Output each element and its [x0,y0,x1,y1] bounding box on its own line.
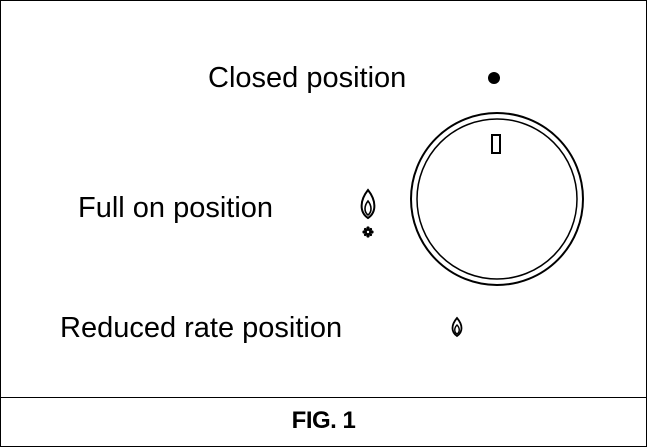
knob-indicator-mark [491,134,501,154]
full-on-position-label: Full on position [78,192,274,224]
figure-caption: FIG. 1 [291,407,356,434]
reduced-rate-position-label: Reduced rate position [60,312,343,344]
filled-dot-icon [488,72,500,84]
caption-divider [0,397,647,398]
knob-outer-ring [410,112,584,286]
control-knob-diagram [360,72,584,338]
knob-inner-ring [416,118,578,280]
large-flame-icon [360,188,376,238]
closed-position-label: Closed position [208,62,407,94]
control-knob [410,112,584,286]
small-flame-icon [451,316,463,338]
